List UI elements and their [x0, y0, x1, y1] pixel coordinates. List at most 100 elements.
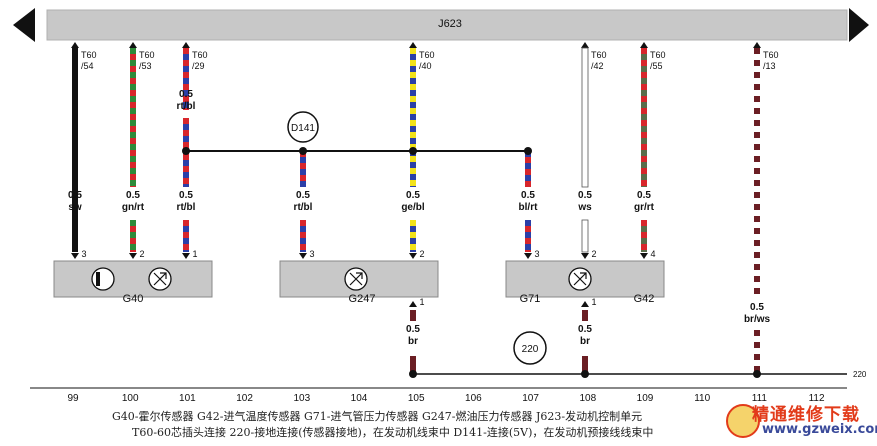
wire-segment: [641, 150, 647, 156]
wire-segment: [410, 174, 416, 180]
sensor-pin: 1: [409, 297, 425, 307]
wire-segment: [410, 238, 416, 244]
left-arrow-icon: [13, 8, 35, 42]
wire-segment: [72, 168, 78, 174]
wires: T60/54T60/53T60/29T60/40T60/42T60/55T60/…: [68, 42, 779, 374]
wire-segment: [183, 142, 189, 148]
wire-segment: [72, 48, 78, 54]
wire-segment: [183, 232, 189, 238]
d141-circle: [287, 111, 319, 143]
column-number: 105: [408, 393, 425, 404]
connector-label: T60: [591, 50, 607, 60]
wire-segment: [72, 150, 78, 156]
wire-segment: [183, 102, 189, 108]
wire-segment: [754, 294, 760, 300]
sensor-arrow-icon: [573, 272, 587, 286]
pin-arrow-icon: [640, 42, 648, 48]
sensor-arrow-icon: [153, 272, 167, 286]
connector-label: T60: [192, 50, 208, 60]
sensor-pin-number: 4: [650, 249, 655, 259]
wire-segment: [410, 72, 416, 78]
wire-segment: [72, 156, 78, 162]
wire-segment: [72, 114, 78, 120]
wire-segment: [130, 162, 136, 168]
wire-size-label: 0.5: [578, 324, 592, 335]
wire-segment: [410, 226, 416, 232]
wire-segment: [641, 132, 647, 138]
column-number: 102: [236, 393, 253, 404]
wire-segment: [410, 114, 416, 120]
pin-label: /29: [192, 61, 205, 71]
wire-segment: [641, 226, 647, 232]
wire-segment: [754, 282, 760, 288]
sensor-pin-number: 3: [81, 249, 86, 259]
wire-segment: [72, 240, 78, 246]
wire-segment: [754, 96, 760, 102]
pin-arrow-icon: [129, 42, 137, 48]
wire-segment: [183, 118, 189, 124]
wire-segment: [410, 78, 416, 84]
wire-segment: [410, 60, 416, 66]
wire-p54: T60/54: [71, 42, 97, 252]
wire-segment: [754, 330, 760, 336]
wire-segment: [183, 178, 189, 184]
wire-segment: [183, 48, 189, 54]
wire-segment: [525, 181, 531, 187]
wire-segment: [641, 66, 647, 72]
wire-segment: [130, 84, 136, 90]
wire-segment: [754, 150, 760, 156]
pin-arrow-icon: [409, 253, 417, 259]
wire-segment: [300, 220, 306, 226]
wire-segment: [410, 162, 416, 168]
wire-segment: [300, 250, 306, 252]
wire-segment: [410, 120, 416, 126]
wire-size-label: 0.5: [68, 190, 82, 201]
wire-segment: [641, 168, 647, 174]
wire-segment: [754, 174, 760, 180]
d141-label: D141: [291, 123, 315, 134]
wire-size-label: 0.5: [296, 190, 310, 201]
wire-segment: [410, 102, 416, 108]
wire-segment: [130, 144, 136, 150]
wire-segment: [72, 216, 78, 222]
column-number: 106: [465, 393, 482, 404]
wire-segment: [754, 246, 760, 252]
wire-segment: [72, 120, 78, 126]
wire-segment: [754, 78, 760, 84]
wire-segment: [410, 84, 416, 90]
wire-segment: [72, 84, 78, 90]
ground-bus-label: 220: [853, 370, 867, 379]
wire-size-label: 0.5: [578, 190, 592, 201]
wire-segment: [641, 48, 647, 54]
wire-color-label: sw: [68, 202, 82, 213]
wire-p42: T60/42: [581, 42, 607, 253]
wire-segment: [410, 180, 416, 186]
column-number: 107: [522, 393, 539, 404]
pin-arrow-icon: [129, 253, 137, 259]
column-number: 110: [694, 393, 710, 404]
wire-segment: [754, 348, 760, 354]
junction-dot: [581, 370, 589, 378]
wire-segment: [72, 192, 78, 198]
wire-p40: T60/40: [409, 42, 435, 252]
wire-segment: [130, 132, 136, 138]
junction-dot: [524, 147, 532, 155]
g40-label: G40: [123, 293, 144, 305]
sensor-pin-number: 1: [591, 297, 596, 307]
wire-segment: [130, 108, 136, 114]
wire-color-label: rt/bl: [177, 101, 196, 112]
wire-segment: [754, 114, 760, 120]
ecu-label: J623: [438, 18, 462, 30]
wire-segment: [130, 138, 136, 144]
wire-segment: [300, 232, 306, 238]
wire-segment: [754, 252, 760, 258]
wire-segment: [754, 144, 760, 150]
sensor-g71-g42: G71 G42: [505, 260, 665, 305]
wire-segment: [754, 276, 760, 282]
wire-segment: [410, 96, 416, 102]
pin-arrow-icon: [524, 253, 532, 259]
wire-segment: [525, 250, 531, 252]
wire-segment: [582, 356, 588, 362]
column-number: 100: [122, 393, 139, 404]
wire-segment: [754, 132, 760, 138]
